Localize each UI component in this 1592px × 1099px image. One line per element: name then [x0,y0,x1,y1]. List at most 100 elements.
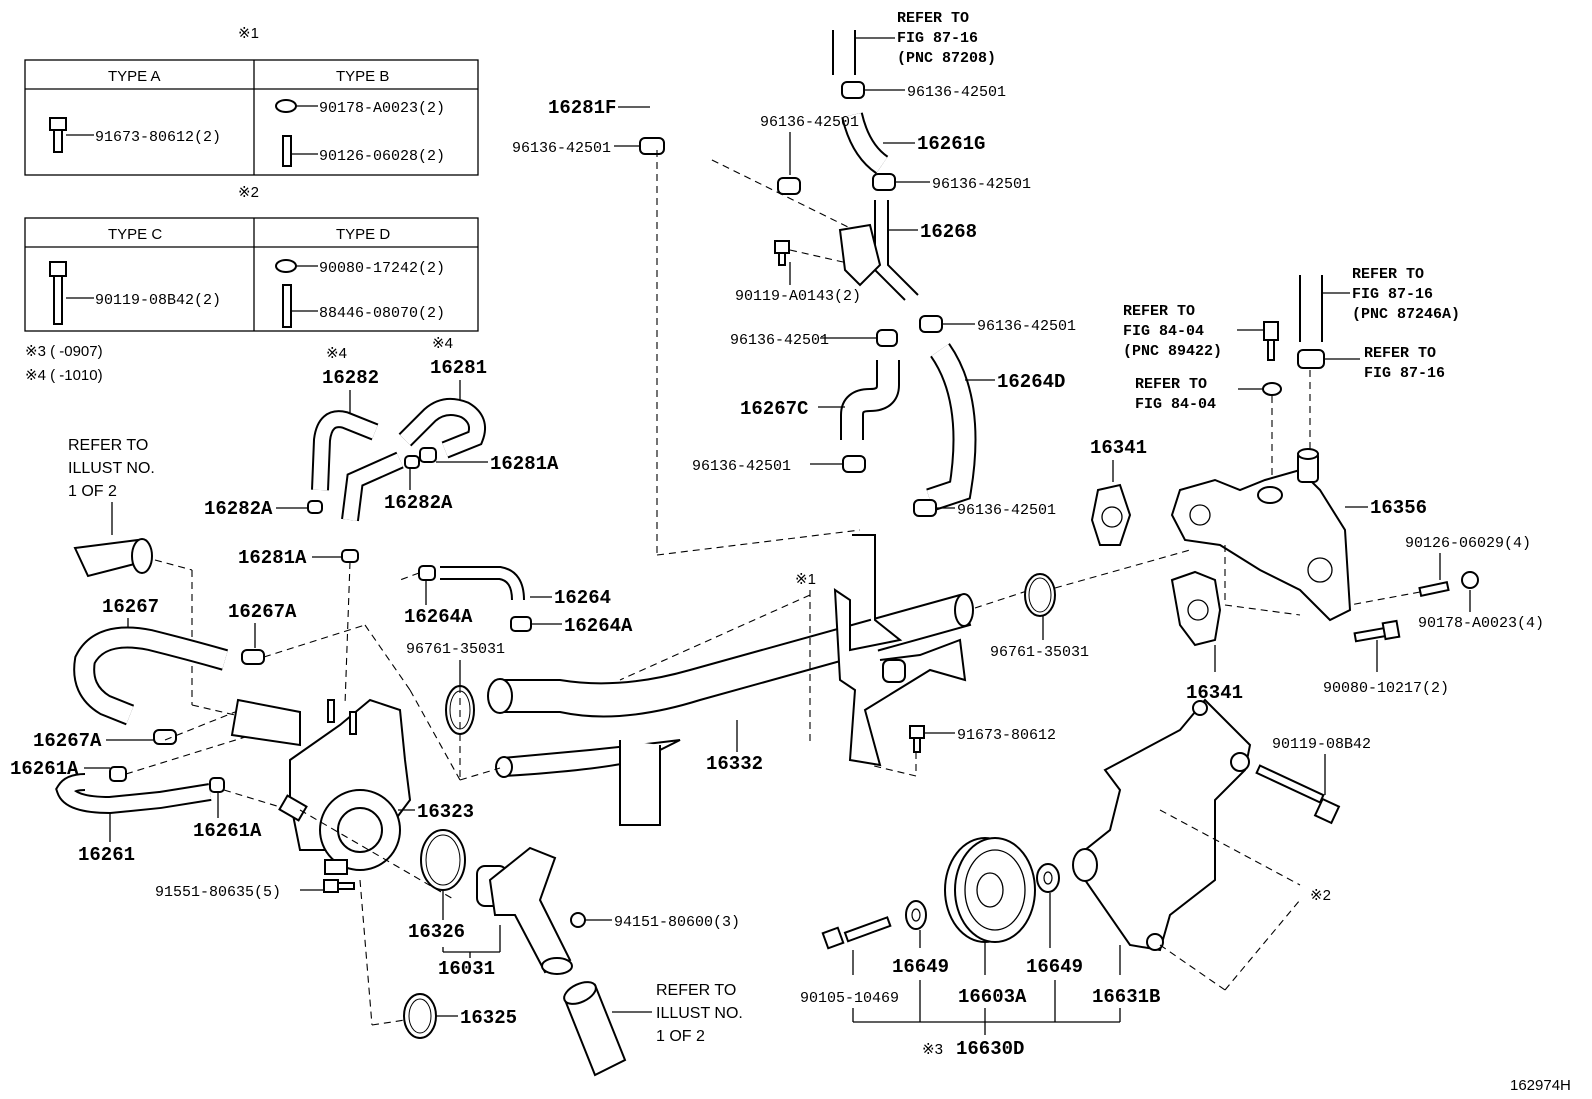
stud-icon [1418,580,1450,598]
pulley-bracket-assembly: 90119-08B42 ※2 90105-10469 16649 16603A [800,698,1371,1060]
clamp-16282A-label: 16282A [204,498,273,520]
nut-icon [275,99,297,113]
hose-16264-assembly: 16264A 16264 16264A [399,565,633,637]
clamp-16261A-label: 16261A [193,820,262,842]
ref-sensor-1: REFER TO [1123,303,1195,320]
marker-4: ※4 [432,335,453,352]
ref-clamp-2: FIG 87-16 [1364,365,1445,382]
bracket-16631B-label: 16631B [1092,986,1160,1008]
bolt-icon [323,879,355,893]
housing-16356-label: 16356 [1370,497,1427,519]
clamp-label: 96136-42501 [730,332,829,349]
hose-16261G-label: 16261G [917,133,985,155]
washer [905,900,927,930]
type-d-header: TYPE D [336,226,390,243]
gasket-label: 96761-35031 [990,644,1089,661]
plate-16649-label: 16649 [1026,956,1083,978]
clamp-16282A-label: 16282A [384,492,453,514]
washer [1036,863,1060,893]
type-b-part-1: 90178-A0023(2) [319,100,445,117]
type-c-part: 90119-08B42(2) [95,292,221,309]
long-bolt-icon [49,261,67,325]
table1-marker: ※1 [238,25,259,42]
thermostat-assembly: 16326 16031 94151-80600(3) 16325 REFER T… [403,829,743,1077]
clamp-16267A-label: 16267A [33,730,102,752]
clamp-16267A-label: 16267A [228,601,297,623]
clamp-16281A-label: 16281A [490,453,559,475]
hose-clamp [841,81,865,99]
ref-illus-bot-3: 1 OF 2 [656,1028,705,1045]
stud-icon [282,284,292,328]
stud-label: 90126-06029(4) [1405,535,1531,552]
note-3-marker: ※3 [922,1041,943,1058]
hose-16282-label: 16282 [322,367,379,389]
diagram-code: 162974H [1510,1077,1571,1094]
type-d-part-1: 90080-17242(2) [319,260,445,277]
marker-4: ※4 [326,345,347,362]
ref-illus-left-1: REFER TO [68,437,148,454]
pulley-16603A-label: 16603A [958,986,1027,1008]
housing-16323-label: 16323 [417,801,474,823]
bypass-hoses: ※4 16282 ※4 16281 16281A 16282A 16282A [204,335,559,522]
ref-sensor-3: (PNC 89422) [1123,343,1222,360]
bolt-label: 90119-A0143(2) [735,288,861,305]
gasket-16325-label: 16325 [460,1007,517,1029]
hose-16281-label: 16281 [430,357,487,379]
stud-icon [282,135,292,167]
nut-icon [570,912,586,928]
ref-illus-left-3: 1 OF 2 [68,483,117,500]
pipe-16332-label: 16332 [706,753,763,775]
hose-16264D-label: 16264D [997,371,1065,393]
hose-16261-label: 16261 [78,844,135,866]
ref-right-2: FIG 87-16 [1352,286,1433,303]
ref-top-2: FIG 87-16 [897,30,978,47]
clamp-label: 96136-42501 [760,114,859,131]
left-hose-assembly: REFER TO ILLUST NO. 1 OF 2 16281A 16267 … [10,437,411,866]
bolt-icon [909,725,925,753]
note-4: ※4 ( -1010) [25,367,103,384]
ref-washer-1: REFER TO [1135,376,1207,393]
bolt-icon [1353,619,1401,643]
clamp-label: 96136-42501 [692,458,791,475]
clamp-label: 96136-42501 [512,140,611,157]
ref-clamp-1: REFER TO [1364,345,1436,362]
type-d-part-2: 88446-08070(2) [319,305,445,322]
clamp-16264A-label: 16264A [564,615,633,637]
plate-16649-label: 16649 [892,956,949,978]
ref-washer-2: FIG 84-04 [1135,396,1216,413]
hose-16267C-label: 16267C [740,398,808,420]
clamp-16261A-label: 16261A [10,758,79,780]
ref-illus-bot-1: REFER TO [656,982,736,999]
bolt-label: 91551-80635(5) [155,884,281,901]
gasket-label: 96761-35031 [406,641,505,658]
ref-right-3: (PNC 87246A) [1352,306,1460,323]
type-a-part: 91673-80612(2) [95,129,221,146]
type-c-header: TYPE C [108,226,162,243]
gasket-16341-label: 16341 [1186,682,1243,704]
table-type-c-d: ※2 TYPE C TYPE D 90119-08B42(2) 90080-17… [24,184,479,332]
type-a-header: TYPE A [108,68,161,85]
nut-icon [1461,571,1479,589]
gasket-16326-label: 16326 [408,921,465,943]
type-b-header: TYPE B [336,68,389,85]
clamp-label: 96136-42501 [907,84,1006,101]
nut-label: 90178-A0023(4) [1418,615,1544,632]
bolt-label: 90105-10469 [800,990,899,1007]
hose-16281F-label: 16281F [548,97,616,119]
bolt-label: 90119-08B42 [1272,736,1371,753]
nut-label: 94151-80600(3) [614,914,740,931]
water-outlet-housing: REFER TO FIG 87-16 (PNC 87246A) REFER TO… [1090,266,1544,704]
washer [1262,382,1282,396]
bolt-icon [821,916,892,950]
note-3: ※3 ( -0907) [25,343,103,360]
gasket-16341-label: 16341 [1090,437,1147,459]
top-hose-assembly: REFER TO FIG 87-16 (PNC 87208) 96136-425… [512,10,1076,556]
temperature-sensor [1263,321,1279,341]
hose-16264-label: 16264 [554,587,611,609]
kit-16630D-label: 16630D [956,1038,1024,1060]
marker-1: ※1 [795,571,816,588]
water-inlet-housing: 16323 91551-80635(5) [155,689,474,1026]
type-b-part-2: 90126-06028(2) [319,148,445,165]
water-bypass-pipe: 96761-35031 16332 ※1 91673-80612 96761-3… [406,534,1191,826]
